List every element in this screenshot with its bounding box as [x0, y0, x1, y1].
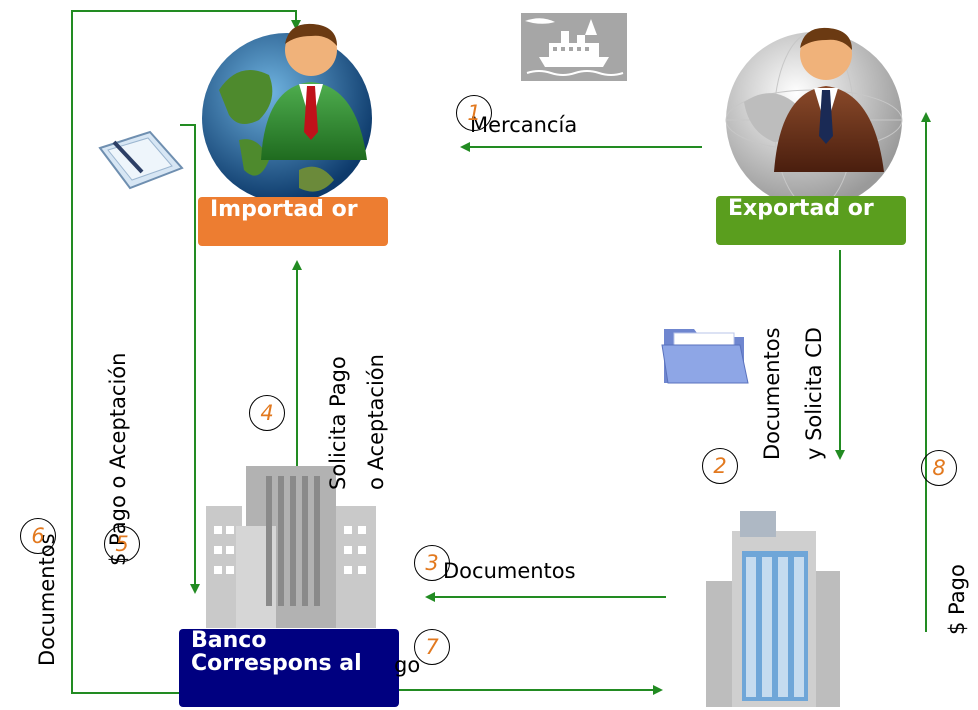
step-2: 2	[702, 448, 738, 484]
bank-label: Banco Correspons al	[179, 629, 399, 707]
pago-right-label: $ Pago	[945, 564, 969, 635]
ship-icon	[521, 13, 627, 81]
step-1: 1	[456, 95, 492, 131]
office-building-icon	[706, 511, 840, 707]
globe-importer-icon	[202, 23, 372, 203]
request-pay-line2: o Aceptación	[364, 354, 388, 490]
step-5: 5	[104, 526, 140, 562]
notepad-icon	[98, 130, 184, 190]
importer-label: Importad or	[198, 197, 388, 246]
step-7: 7	[414, 629, 450, 665]
step-4: 4	[249, 395, 285, 431]
goods-label: Mercancía	[470, 113, 578, 137]
docs-request-line2: y Solicita CD	[802, 327, 826, 460]
arrow-pay-accept	[180, 124, 200, 594]
pago-bottom-label: go	[394, 653, 421, 677]
folder-icon	[661, 329, 749, 384]
exporter-label: Exportad or	[716, 196, 906, 245]
docs-request-line1: Documentos	[760, 327, 784, 460]
step-6: 6	[20, 518, 56, 554]
request-pay-line1: Solicita Pago	[326, 356, 350, 490]
globe-exporter-icon	[725, 27, 903, 209]
documents-mid-label: Documentos	[443, 559, 576, 583]
bank-building-icon	[206, 466, 376, 628]
step-3: 3	[414, 545, 450, 581]
arrow-documents-left	[71, 10, 301, 694]
step-8: 8	[921, 450, 957, 486]
